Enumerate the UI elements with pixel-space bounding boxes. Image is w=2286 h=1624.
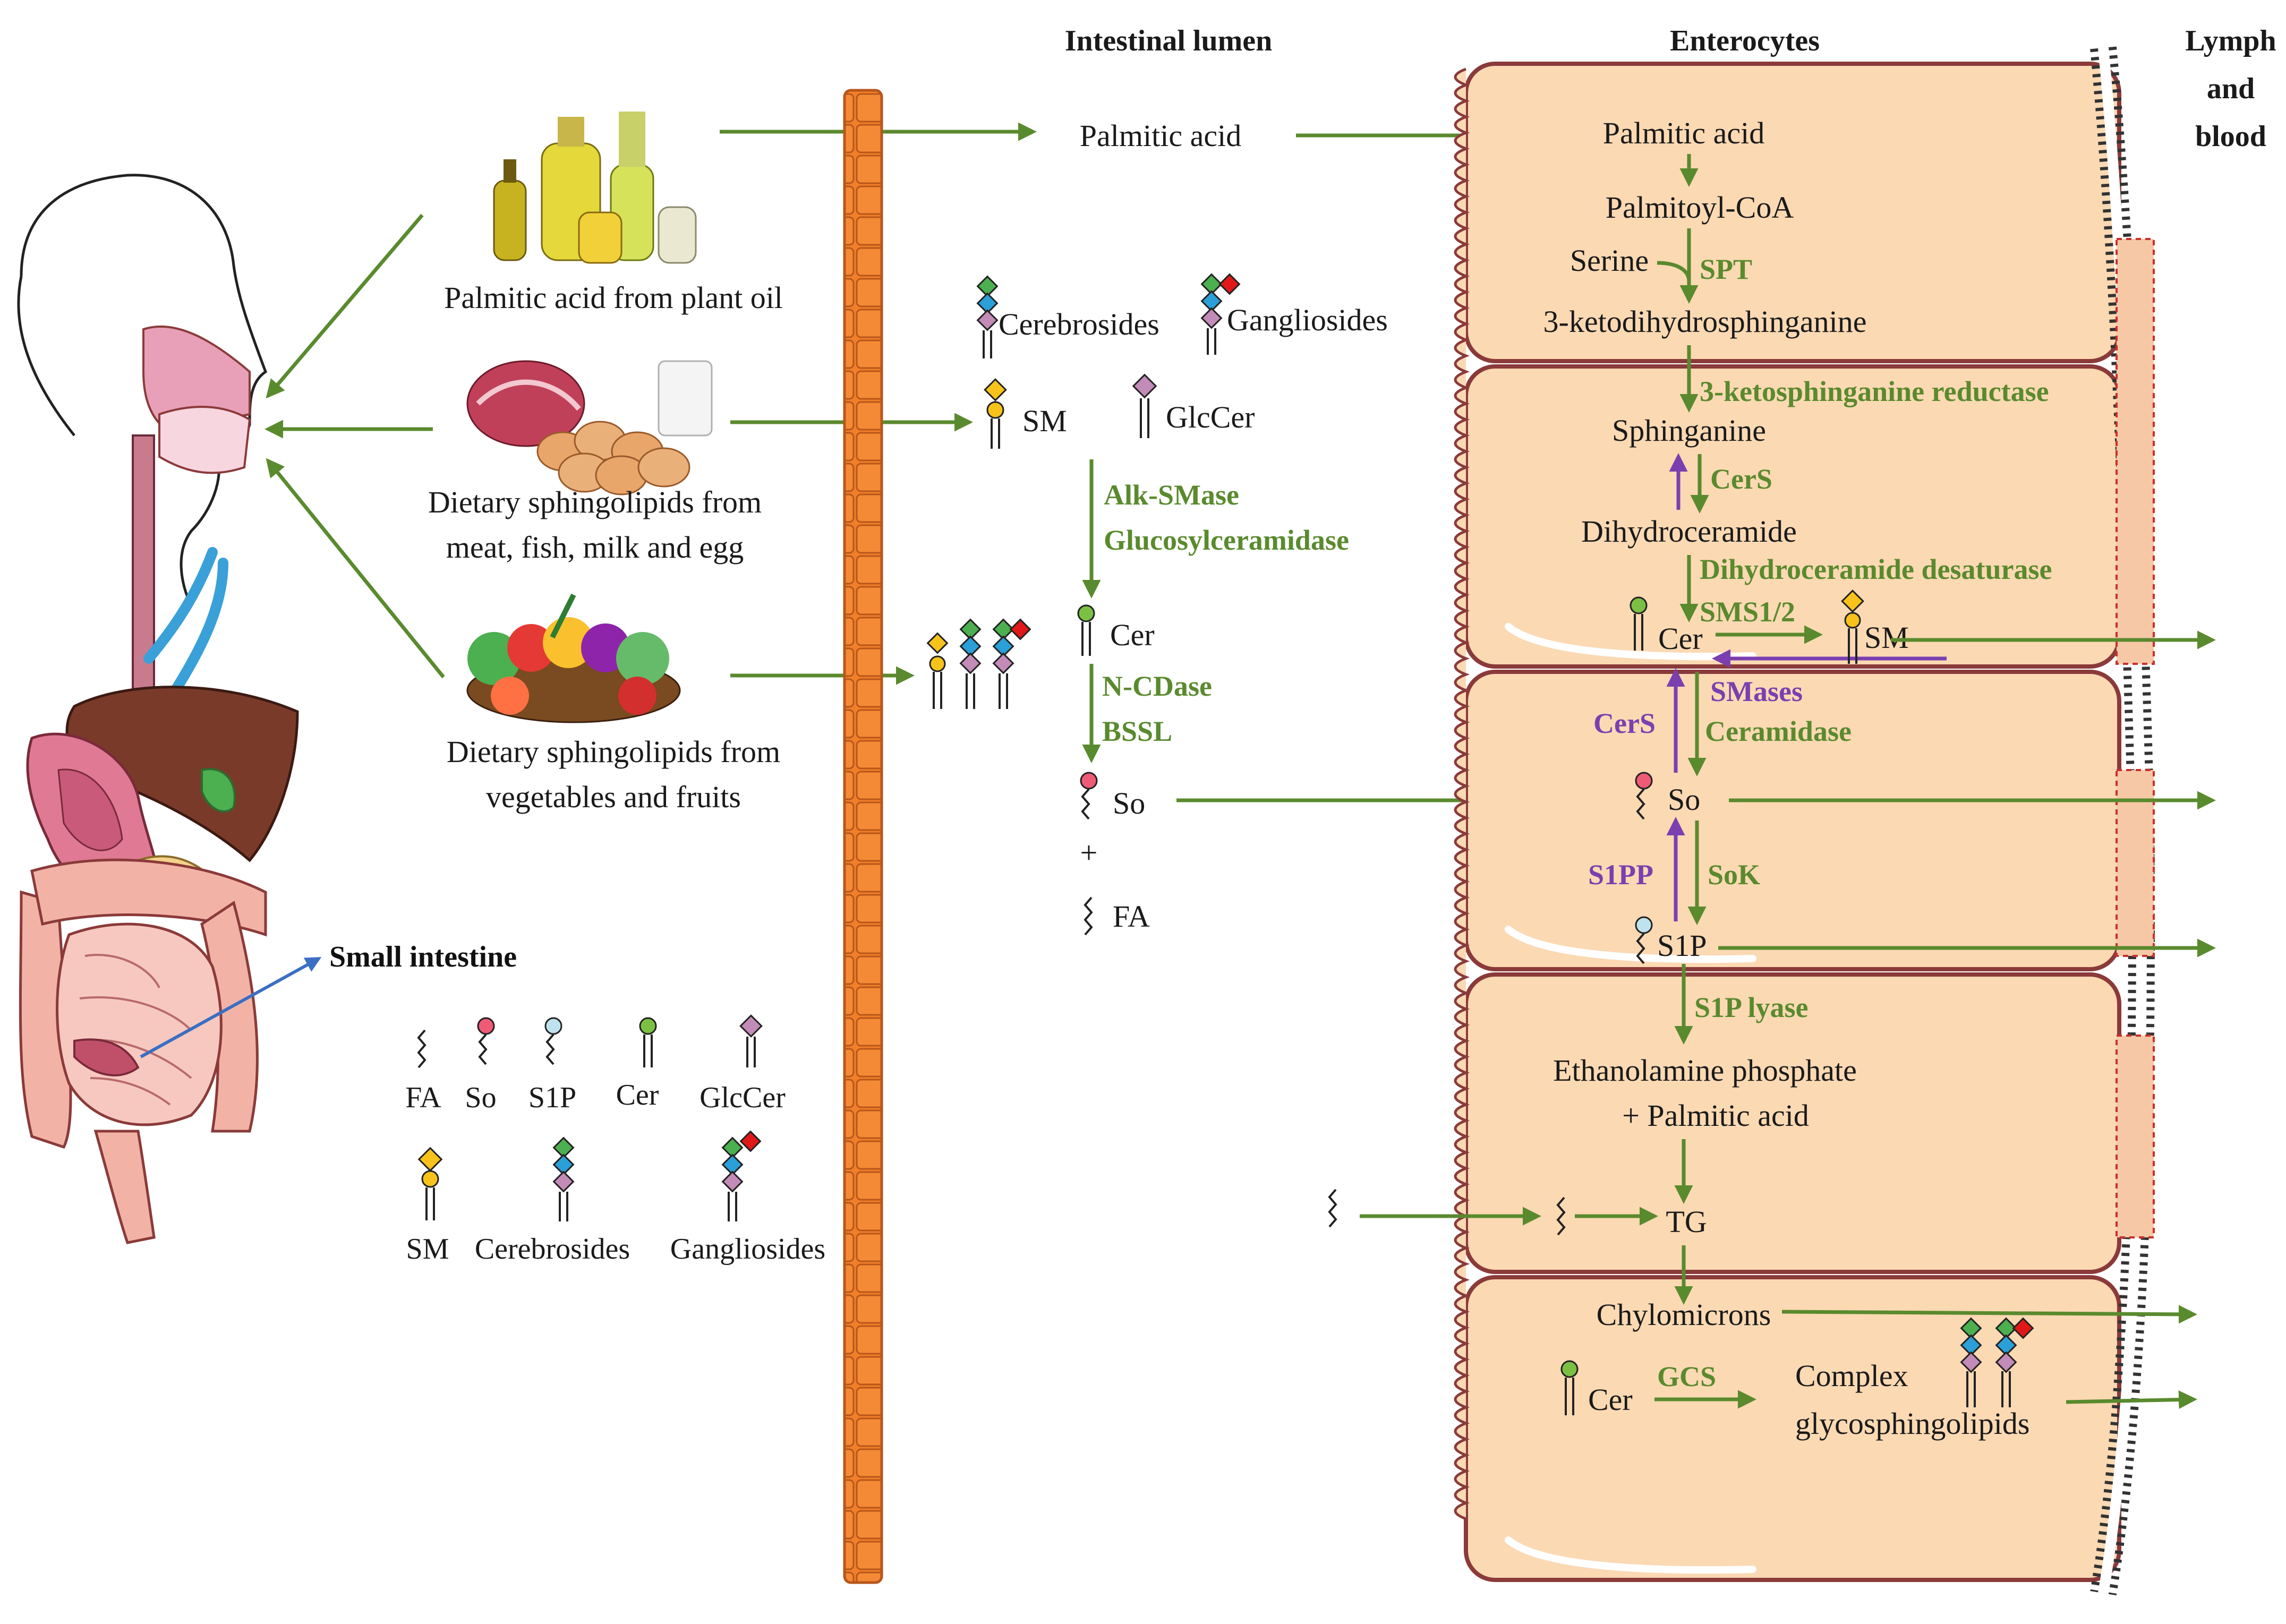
enzyme-s1pp: S1PP <box>1588 859 1653 891</box>
enzyme-ceramidase: Ceramidase <box>1705 715 1852 747</box>
lumen-so-glyph <box>1080 772 1098 820</box>
lumen-cer-label: Cer <box>1110 618 1155 652</box>
lumen-glccer-label: GlcCer <box>1166 400 1255 434</box>
legend-fa-symbol <box>417 1029 427 1069</box>
cell-cer-label: Cer <box>1658 621 1703 656</box>
lumen-sm-label: SM <box>1022 404 1067 438</box>
cell-sm-label: SM <box>1864 620 1909 655</box>
legend-cer-label: Cer <box>616 1079 659 1112</box>
legend-so-label: So <box>465 1081 496 1114</box>
cell-tg: TG <box>1666 1204 1707 1239</box>
legend-cerebrosides-symbol <box>552 1136 575 1159</box>
enzyme-sms: SMS1/2 <box>1700 596 1795 628</box>
header-and: and <box>2207 72 2255 105</box>
lumen-cerebrosides-label: Cerebrosides <box>999 307 1159 341</box>
cell-complex-gsl-glyph <box>1960 1317 2034 1407</box>
cell-chylomicrons: Chylomicrons <box>1597 1297 1771 1332</box>
outside-fa-glyph <box>1328 1189 1337 1228</box>
arrow-veg-to-mouth <box>266 458 445 679</box>
lumen-cerebrosides-glyph <box>976 275 999 358</box>
cell-ethanolamine-phosphate: Ethanolamine phosphate <box>1553 1053 1857 1088</box>
arrow-chylomicrons-to-lymph <box>1781 1305 2197 1324</box>
human-anatomy-illustration <box>17 174 299 1244</box>
legend-glccer-label: GlcCer <box>700 1081 786 1114</box>
lumen-fa-glyph <box>1084 896 1093 936</box>
lumen-glccer-glyph <box>1132 373 1157 438</box>
legend-s1p-label: S1P <box>528 1081 576 1114</box>
enzyme-cers-1: CerS <box>1710 463 1772 495</box>
enzyme-gcs: GCS <box>1657 1361 1716 1392</box>
cell-palmitoyl-coa: Palmitoyl-CoA <box>1606 190 1794 225</box>
lumen-gangliosides-glyph <box>1200 273 1241 355</box>
legend-fa-label: FA <box>405 1081 441 1114</box>
cell-sm-glyph <box>1841 589 1864 664</box>
legend-gangliosides-symbol <box>721 1136 744 1159</box>
lumen-mixed-sphingolipids-glyph <box>926 618 1031 709</box>
basolateral-membrane <box>2090 46 2155 1596</box>
enzyme-smases: SMases <box>1710 676 1803 707</box>
enzyme-bssl: BSSL <box>1102 715 1172 747</box>
cell-fa-glyph <box>1556 1196 1566 1236</box>
enterocyte-cells <box>1454 62 2121 1582</box>
animal-sources-label-line2: meat, fish, milk and egg <box>446 530 744 565</box>
legend-glccer-symbol <box>739 1014 763 1038</box>
legend-so-symbol <box>477 1017 495 1035</box>
enzyme-dihydroceramide-desaturase: Dihydroceramide desaturase <box>1700 553 2052 585</box>
animal-sources-label-line1: Dietary sphingolipids from <box>428 485 762 519</box>
vegetables-fruits-basket-image <box>466 593 681 723</box>
cell-so-label: So <box>1668 782 1700 817</box>
veg-sources-label-line2: vegetables and fruits <box>486 780 741 814</box>
legend-s1p-symbol <box>544 1017 562 1035</box>
lumen-so-label: So <box>1113 786 1145 820</box>
lumen-fa-label: FA <box>1113 899 1150 934</box>
lumen-plus: + <box>1080 835 1098 870</box>
enzyme-s1p-lyase: S1P lyase <box>1694 992 1809 1023</box>
cell-complex: Complex <box>1795 1358 1908 1393</box>
legend-cerebrosides-label: Cerebrosides <box>475 1233 630 1266</box>
legend-sm-label: SM <box>406 1233 449 1266</box>
plant-oil-label: Palmitic acid from plant oil <box>444 280 783 315</box>
cell-cer2-glyph <box>1560 1360 1579 1415</box>
enzyme-spt: SPT <box>1700 253 1752 285</box>
cell-sphinganine: Sphinganine <box>1612 413 1766 448</box>
cell-3-ketodihydrosphinganine: 3-ketodihydrosphinganine <box>1543 304 1867 339</box>
legend: FA So S1P Cer GlcCer SM Cerebrosides Gan… <box>405 1014 825 1266</box>
plant-oil-bottles-image <box>493 112 697 264</box>
header-enterocytes: Enterocytes <box>1670 24 1820 57</box>
cell-s1p-glyph <box>1635 916 1653 964</box>
cell-palmitic-acid: Palmitic acid <box>1603 116 1764 150</box>
meat-egg-milk-image <box>466 360 713 495</box>
cell-dihydroceramide: Dihydroceramide <box>1581 514 1797 549</box>
enzyme-3-ketosphinganine-reductase: 3-ketosphinganine reductase <box>1700 375 2049 407</box>
small-intestine-label: Small intestine <box>329 941 517 973</box>
enzyme-sok: SoK <box>1708 859 1760 891</box>
cell-s1p-label: S1P <box>1657 928 1707 963</box>
cell-cer2-label: Cer <box>1588 1382 1633 1417</box>
lumen-cer-glyph <box>1077 604 1095 656</box>
arrow-small-intestine <box>140 957 322 1058</box>
veg-sources-label-line1: Dietary sphingolipids from <box>447 734 780 769</box>
cell-serine: Serine <box>1570 243 1649 278</box>
enzyme-n-cdase: N-CDase <box>1102 670 1212 702</box>
enzyme-cers-2: CerS <box>1593 707 1656 739</box>
header-lymph: Lymph <box>2185 24 2276 57</box>
header-blood: blood <box>2195 120 2266 153</box>
legend-cer-symbol <box>639 1017 657 1035</box>
arrow-complex-to-lymph <box>2066 1390 2197 1409</box>
cell-plus-palmitic-acid: + Palmitic acid <box>1622 1098 1809 1133</box>
legend-gangliosides-label: Gangliosides <box>670 1233 825 1266</box>
arrow-plant-to-mouth <box>266 213 424 399</box>
intestinal-barrier <box>843 89 883 1584</box>
enzyme-glucosylceramidase: Glucosylceramidase <box>1104 524 1349 556</box>
header-intestinal-lumen: Intestinal lumen <box>1065 24 1273 57</box>
lumen-sm-glyph <box>984 378 1007 449</box>
cell-cer-glyph <box>1630 596 1648 651</box>
cell-glycosphingolipids: glycosphingolipids <box>1795 1406 2029 1441</box>
lumen-gangliosides-label: Gangliosides <box>1227 303 1388 337</box>
enzyme-alk-smase: Alk-SMase <box>1104 479 1239 511</box>
lumen-palmitic-acid: Palmitic acid <box>1080 118 1241 153</box>
legend-sm-symbol <box>417 1147 443 1172</box>
cell-so-glyph <box>1635 772 1653 820</box>
